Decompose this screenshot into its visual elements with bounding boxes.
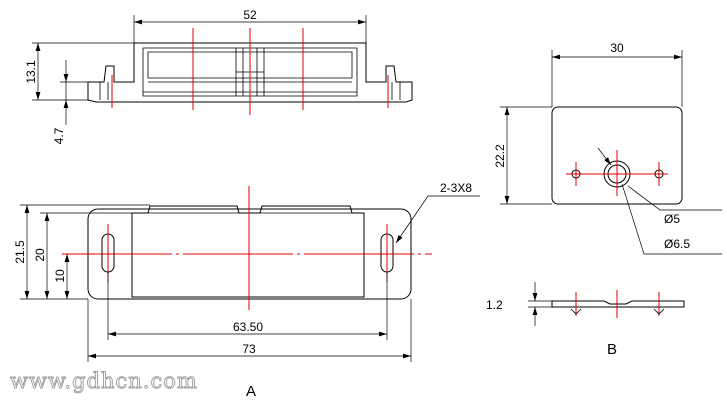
dim-length: 73 bbox=[242, 342, 256, 356]
top-view: 52 13.1 4.7 bbox=[24, 8, 413, 144]
view-label-b: B bbox=[607, 341, 617, 358]
watermark: www.gdhcn.com bbox=[10, 369, 198, 393]
dim-body: 20 bbox=[33, 248, 47, 262]
leader-d65 bbox=[621, 183, 722, 255]
view-label-a: A bbox=[246, 383, 256, 400]
top-view-outline bbox=[87, 42, 413, 103]
dim-thickness: 1.2 bbox=[486, 298, 503, 312]
dim-hole-large: Ø6.5 bbox=[664, 237, 690, 251]
dim-hole-small: Ø5 bbox=[664, 212, 680, 226]
plate-section bbox=[551, 300, 685, 308]
callout-leader bbox=[395, 195, 480, 244]
front-view: 63.50 73 21.5 20 10 2-3X8 A bbox=[13, 181, 480, 400]
dim-plate-width: 30 bbox=[610, 41, 624, 55]
plate-outline bbox=[551, 106, 683, 205]
top-view-slots bbox=[99, 71, 401, 100]
dim-top-width: 52 bbox=[243, 8, 257, 22]
hole-callout: 2-3X8 bbox=[440, 181, 472, 195]
dim-top-height: 13.1 bbox=[24, 60, 38, 84]
front-view-body bbox=[131, 205, 365, 298]
dim-plate-height: 22.2 bbox=[493, 144, 507, 168]
dim-front-height: 21.5 bbox=[13, 240, 27, 264]
dim-hole-spacing: 63.50 bbox=[233, 320, 263, 334]
leader-d5 bbox=[627, 185, 722, 211]
dim-center: 10 bbox=[53, 269, 67, 283]
plate-view: 30 22.2 Ø5 Ø6.5 1.2 B bbox=[486, 41, 722, 358]
dim-top-flange: 4.7 bbox=[52, 127, 66, 144]
